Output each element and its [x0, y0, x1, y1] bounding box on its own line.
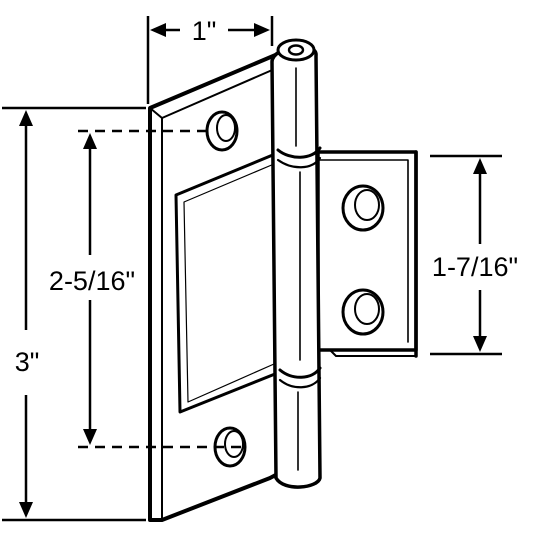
screw-holes[interactable]	[205, 110, 385, 468]
arrowhead-icon	[83, 133, 97, 149]
back-leaf	[316, 150, 418, 358]
dimension-width	[146, 16, 274, 104]
knuckle-barrel	[270, 38, 322, 489]
arrowhead-icon	[254, 23, 270, 37]
arrowhead-icon	[150, 23, 166, 37]
width-label: 1"	[192, 16, 217, 46]
total-height-label: 3"	[15, 347, 40, 377]
dimension-total-height	[2, 106, 146, 522]
arrowhead-icon	[19, 502, 33, 518]
dimension-hole-spacing-main	[78, 129, 246, 449]
hinge-illustration	[148, 38, 418, 522]
hole-spacing-leaf-label: 1-7/16"	[432, 252, 518, 282]
arrowhead-icon	[473, 336, 487, 352]
hole-spacing-main-label: 2-5/16"	[49, 266, 135, 296]
dimension-hole-spacing-leaf	[430, 154, 502, 356]
arrowhead-icon	[19, 110, 33, 126]
arrowhead-icon	[473, 158, 487, 174]
arrowhead-icon	[83, 429, 97, 445]
